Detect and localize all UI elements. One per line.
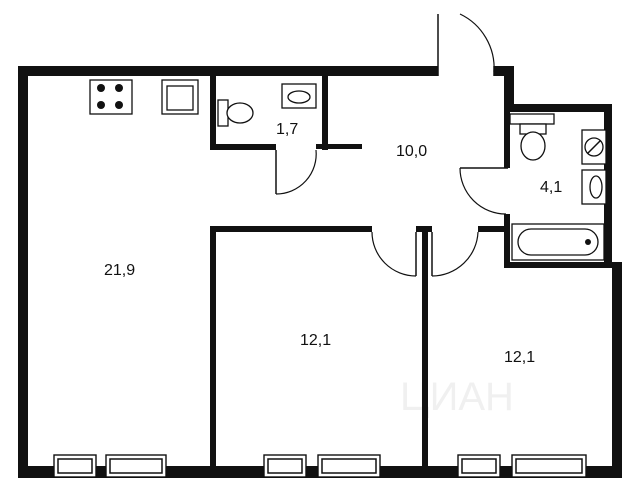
windows — [53, 454, 587, 478]
window — [457, 454, 501, 478]
interior-walls — [210, 76, 620, 470]
window — [511, 454, 587, 478]
window — [317, 454, 381, 478]
room-area-bedroom-1: 12,1 — [300, 332, 331, 349]
shelf-icon — [509, 113, 555, 125]
bathroom-washbasin-icon — [581, 169, 607, 205]
kitchen-sink-icon — [161, 79, 199, 115]
room-area-living-kitchen: 21,9 — [104, 262, 135, 279]
watermark-text: ЦИАН — [400, 375, 514, 419]
room-area-hall: 10,0 — [396, 143, 427, 160]
room-area-bedroom-2: 12,1 — [504, 349, 535, 366]
window — [263, 454, 307, 478]
window — [105, 454, 167, 478]
room-area-toilet: 1,7 — [276, 121, 298, 138]
stove-icon — [89, 79, 133, 115]
bathtub-icon — [511, 223, 605, 261]
electric-panel-icon — [581, 129, 607, 165]
toilet-icon — [217, 99, 254, 127]
doors — [275, 13, 508, 277]
washbasin-icon — [281, 83, 317, 109]
window — [53, 454, 97, 478]
room-area-bathroom: 4,1 — [540, 179, 562, 196]
bathroom-toilet-icon — [519, 123, 547, 161]
